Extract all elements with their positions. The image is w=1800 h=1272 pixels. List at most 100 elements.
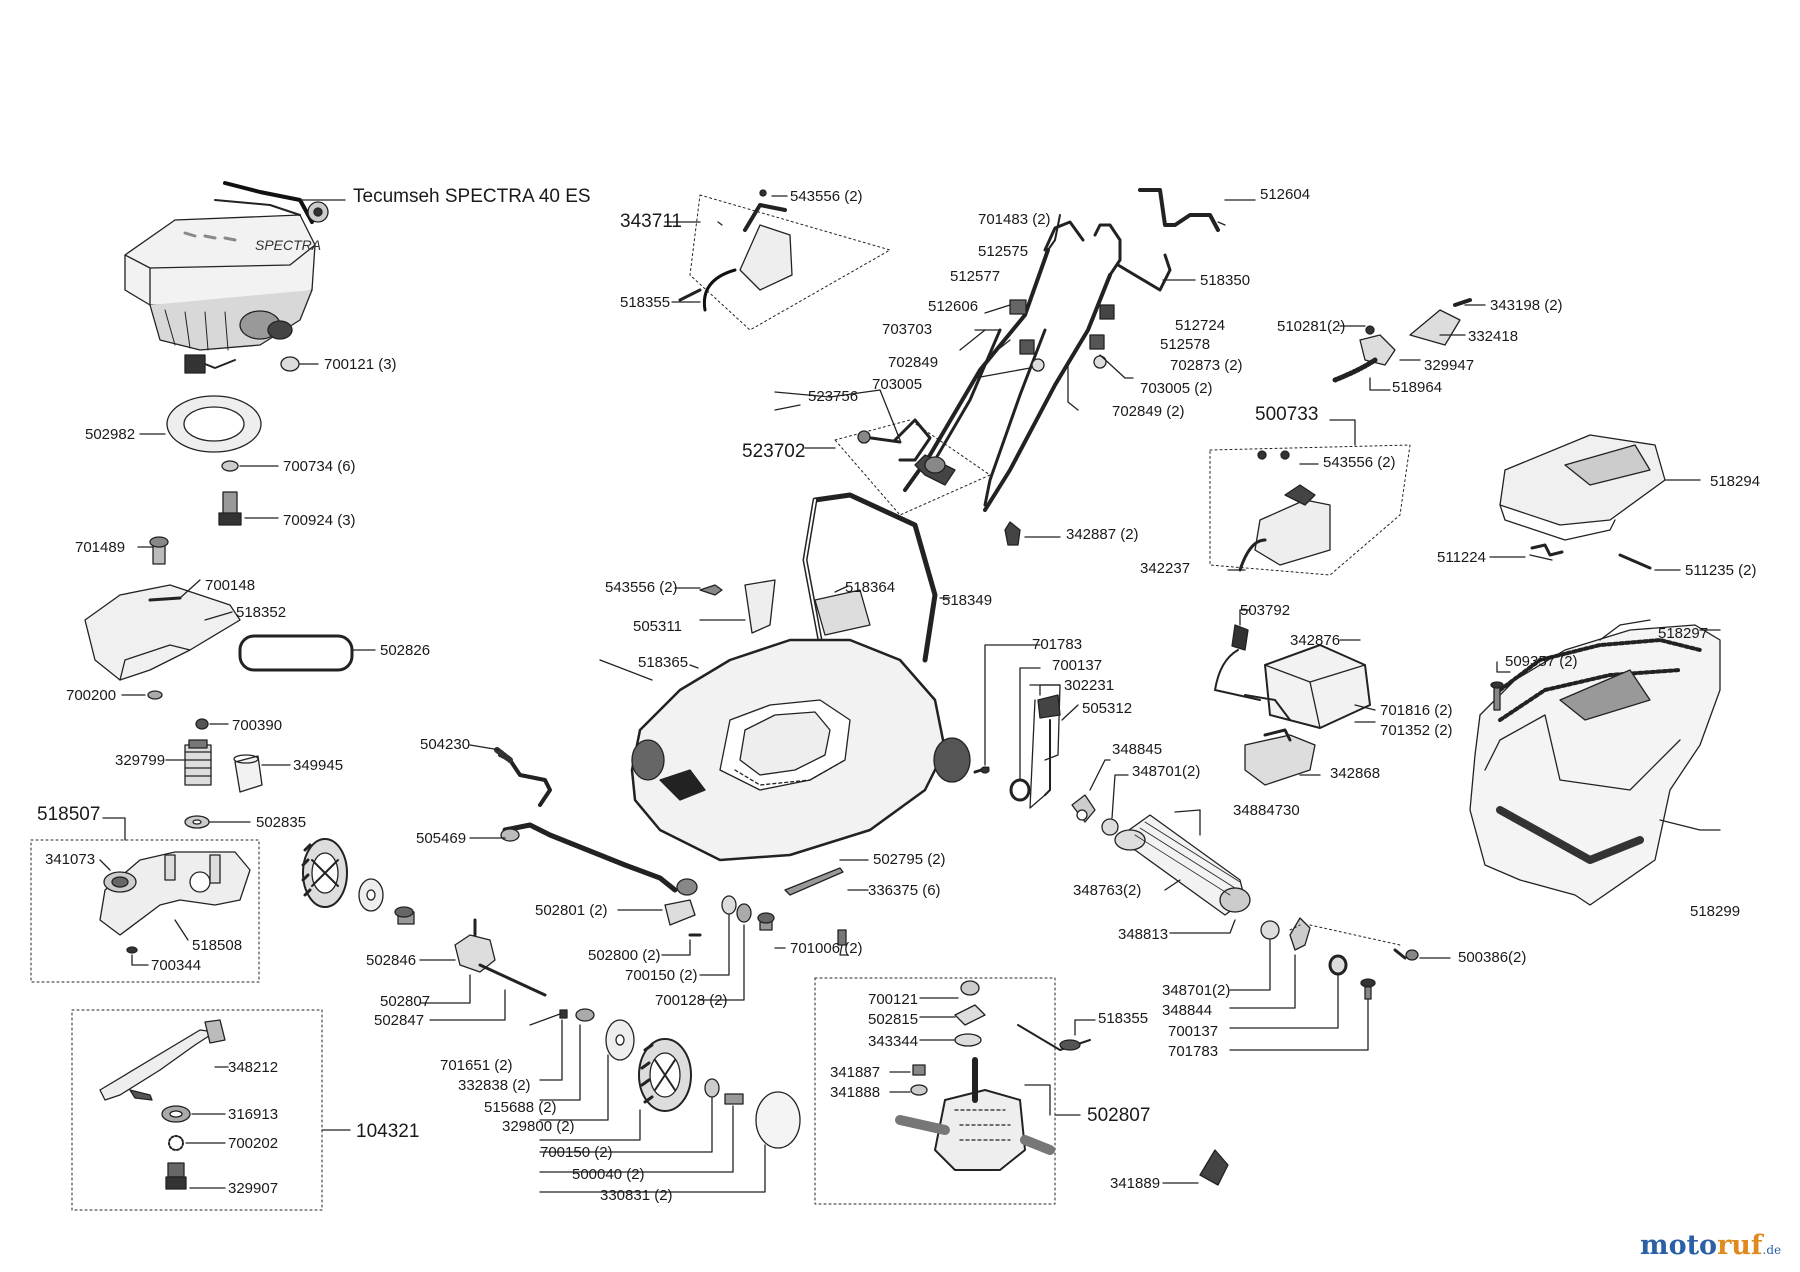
- part-label-512577: 512577: [950, 268, 1001, 285]
- part-label-700200: 700200: [66, 687, 117, 704]
- part-label-518349: 518349: [942, 592, 993, 609]
- part-label-349945: 349945: [293, 757, 344, 774]
- part-label-329800: 329800 (2): [502, 1118, 575, 1135]
- part-label-302231: 302231: [1064, 677, 1115, 694]
- part-label-701352: 701352 (2): [1380, 722, 1453, 739]
- part-label-341888: 341888: [830, 1084, 881, 1101]
- part-label-343198: 343198 (2): [1490, 297, 1563, 314]
- part-label-700150-a: 700150 (2): [625, 967, 698, 984]
- part-label-332418: 332418: [1468, 328, 1519, 345]
- watermark-part-a: moto: [1640, 1230, 1718, 1261]
- watermark-part-b: ruf: [1717, 1230, 1763, 1261]
- part-label-701651: 701651 (2): [440, 1057, 513, 1074]
- part-label-700121-b: 700121: [868, 991, 919, 1008]
- part-label-342868: 342868: [1330, 765, 1381, 782]
- part-label-512575: 512575: [978, 243, 1029, 260]
- part-label-512578: 512578: [1160, 336, 1211, 353]
- part-label-336375: 336375 (6): [868, 882, 941, 899]
- part-label-329907: 329907: [228, 1180, 279, 1197]
- part-label-500386: 500386(2): [1458, 949, 1527, 966]
- part-label-505312: 505312: [1082, 700, 1133, 717]
- part-label-343711: 343711: [620, 211, 682, 232]
- part-label-700344: 700344: [151, 957, 202, 974]
- part-label-316913: 316913: [228, 1106, 279, 1123]
- part-label-701489: 701489: [75, 539, 126, 556]
- engine-drawing: SPECTRA: [124, 181, 329, 374]
- part-label-332838: 332838 (2): [458, 1077, 531, 1094]
- part-label-700924: 700924 (3): [283, 512, 356, 529]
- part-label-348701-a: 348701(2): [1132, 763, 1201, 780]
- part-label-502847: 502847: [374, 1012, 425, 1029]
- part-label-702873: 702873 (2): [1170, 357, 1243, 374]
- part-label-500733: 500733: [1255, 404, 1319, 425]
- part-label-330831: 330831 (2): [600, 1187, 673, 1204]
- part-label-348844: 348844: [1162, 1002, 1213, 1019]
- watermark-part-c: .de: [1762, 1243, 1782, 1257]
- part-label-341073: 341073: [45, 851, 96, 868]
- part-label-702849-b: 702849 (2): [1112, 403, 1185, 420]
- part-label-700150-b: 700150 (2): [540, 1144, 613, 1161]
- part-label-500040: 500040 (2): [572, 1166, 645, 1183]
- part-label-509357: 509357 (2): [1505, 653, 1578, 670]
- part-label-518355-b: 518355: [1098, 1010, 1149, 1027]
- part-label-518508: 518508: [192, 937, 243, 954]
- part-label-518507: 518507: [37, 804, 101, 825]
- part-label-518352: 518352: [236, 604, 287, 621]
- part-label-505469: 505469: [416, 830, 467, 847]
- part-label-329799: 329799: [115, 752, 166, 769]
- part-label-701783-a: 701783: [1032, 636, 1083, 653]
- part-label-701483: 701483 (2): [978, 211, 1051, 228]
- part-label-518297: 518297: [1658, 625, 1709, 642]
- part-label-502826: 502826: [380, 642, 431, 659]
- part-label-503792: 503792: [1240, 602, 1291, 619]
- part-label-502815: 502815: [868, 1011, 919, 1028]
- part-label-512724: 512724: [1175, 317, 1226, 334]
- engine-model-label: Tecumseh SPECTRA 40 ES: [353, 186, 591, 207]
- part-label-543556-a: 543556 (2): [790, 188, 863, 205]
- part-label-343344: 343344: [868, 1033, 919, 1050]
- part-label-701006: 701006 (2): [790, 940, 863, 957]
- part-label-512606: 512606: [928, 298, 979, 315]
- part-label-700202: 700202: [228, 1135, 279, 1152]
- part-label-511235: 511235 (2): [1685, 562, 1757, 579]
- part-label-502982: 502982: [85, 426, 136, 443]
- part-label-502846: 502846: [366, 952, 417, 969]
- part-label-348763: 348763(2): [1073, 882, 1142, 899]
- part-label-348813: 348813: [1118, 926, 1169, 943]
- part-label-543556-c: 543556 (2): [605, 579, 678, 596]
- part-label-518299: 518299: [1690, 903, 1741, 920]
- part-label-518294: 518294: [1710, 473, 1761, 490]
- part-label-34884730: 34884730: [1233, 802, 1300, 819]
- part-label-342237: 342237: [1140, 560, 1191, 577]
- part-label-342887: 342887 (2): [1066, 526, 1139, 543]
- part-label-543556-b: 543556 (2): [1323, 454, 1396, 471]
- part-label-341889: 341889: [1110, 1175, 1161, 1192]
- part-label-502801: 502801 (2): [535, 902, 608, 919]
- part-label-703703: 703703: [882, 321, 933, 338]
- part-label-342876: 342876: [1290, 632, 1341, 649]
- part-label-701783-b: 701783: [1168, 1043, 1219, 1060]
- part-label-518364: 518364: [845, 579, 896, 596]
- part-label-104321: 104321: [356, 1121, 420, 1142]
- part-label-515688: 515688 (2): [484, 1099, 557, 1116]
- part-label-518350: 518350: [1200, 272, 1251, 289]
- part-label-502795: 502795 (2): [873, 851, 946, 868]
- part-label-523756: 523756: [808, 388, 859, 405]
- part-label-341887: 341887: [830, 1064, 881, 1081]
- part-label-505311: 505311: [633, 618, 682, 635]
- part-label-504230: 504230: [420, 736, 471, 753]
- part-label-700128: 700128 (2): [655, 992, 728, 1009]
- part-label-329947: 329947: [1424, 357, 1475, 374]
- part-label-510281: 510281(2): [1277, 318, 1346, 335]
- part-label-703005-b: 703005 (2): [1140, 380, 1213, 397]
- part-label-700121-3: 700121 (3): [324, 356, 397, 373]
- part-label-348845: 348845: [1112, 741, 1163, 758]
- part-label-502835: 502835: [256, 814, 307, 831]
- part-label-518964: 518964: [1392, 379, 1443, 396]
- part-label-523702: 523702: [742, 441, 806, 462]
- part-label-511224: 511224: [1437, 549, 1486, 566]
- part-label-512604: 512604: [1260, 186, 1311, 203]
- part-label-502807-a: 502807: [380, 993, 431, 1010]
- site-watermark: motoruf.de: [1640, 1232, 1781, 1259]
